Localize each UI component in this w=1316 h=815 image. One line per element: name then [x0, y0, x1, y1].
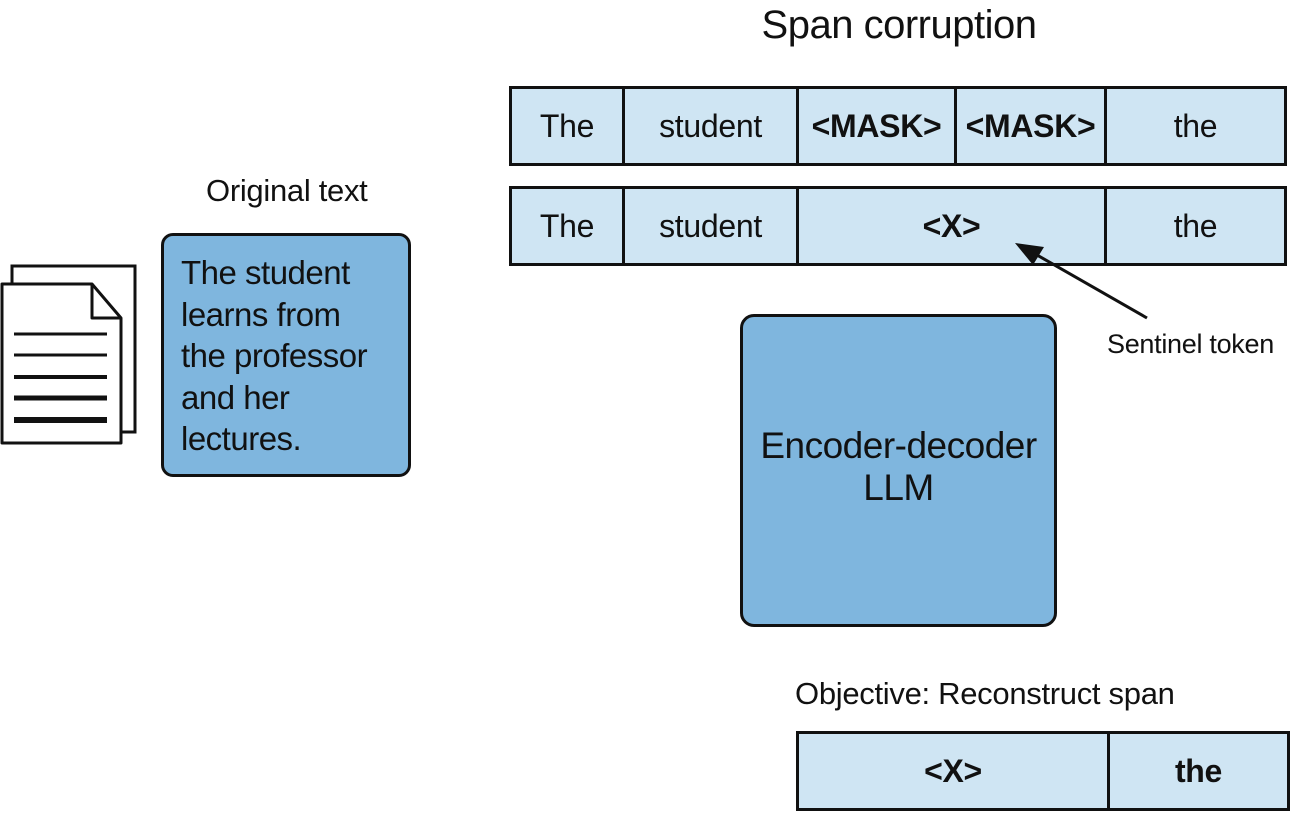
token-cell: the	[1104, 186, 1287, 266]
original-text-line: learns from	[181, 295, 341, 333]
original-text-line: The student	[181, 254, 350, 291]
objective-token-row: <X> the	[796, 731, 1290, 811]
original-text-line: lectures.	[181, 420, 302, 457]
sentinel-token-label: Sentinel token	[1107, 329, 1274, 359]
mask-token-cell: <MASK>	[954, 86, 1107, 166]
original-text-line: the professor	[181, 337, 368, 374]
mask-token-cell: <MASK>	[796, 86, 957, 166]
objective-token-cell: the	[1107, 731, 1290, 811]
model-label-line: LLM	[863, 466, 934, 508]
original-text-box: The student learns from the professor an…	[161, 233, 411, 477]
token-cell: The	[509, 86, 625, 166]
token-cell: the	[1104, 86, 1287, 166]
objective-label: Objective: Reconstruct span	[795, 676, 1175, 711]
original-text-line: and her	[181, 378, 290, 416]
sentinel-token-cell: <X>	[796, 186, 1107, 266]
model-label-line: Encoder-decoder	[760, 424, 1037, 466]
sentinel-token-row: The student <X> the	[509, 186, 1287, 266]
objective-sentinel-cell: <X>	[796, 731, 1110, 811]
original-text-label: Original text	[206, 173, 368, 208]
diagram-title: Span corruption	[761, 3, 1037, 47]
masked-token-row: The student <MASK> <MASK> the	[509, 86, 1287, 166]
encoder-decoder-llm-box: Encoder-decoder LLM	[740, 314, 1057, 627]
token-cell: The	[509, 186, 625, 266]
